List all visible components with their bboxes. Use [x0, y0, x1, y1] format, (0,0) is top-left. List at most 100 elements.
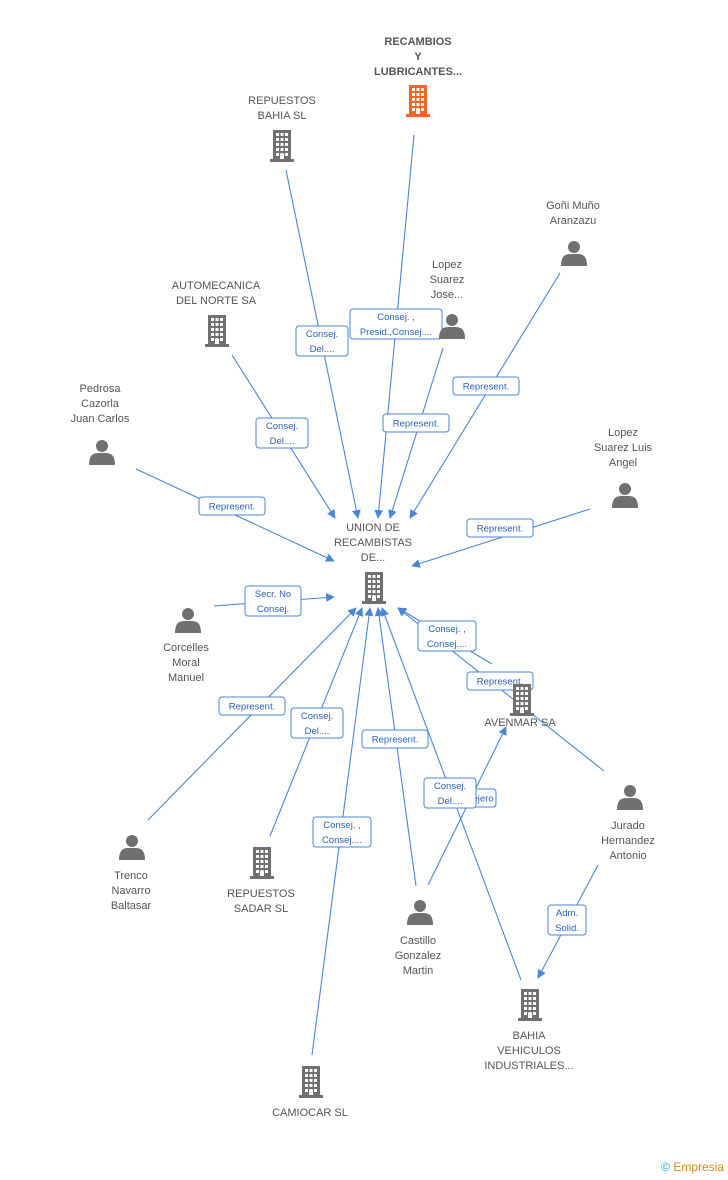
- node-label-line: Corcelles: [163, 642, 209, 654]
- node-label-line: REPUESTOS: [227, 888, 295, 900]
- edge-label-text: Represent.: [229, 702, 275, 713]
- person-icon: [175, 608, 201, 633]
- node-label-line: Manuel: [168, 672, 204, 684]
- edge-label-sadar-to-union[interactable]: Consej.Del....: [290, 707, 344, 739]
- edge-label-box: [452, 376, 520, 396]
- node-label-line: Martin: [403, 965, 434, 977]
- person-icon: [119, 835, 145, 860]
- edge-label-text: Consej. ,: [323, 820, 361, 831]
- building-icon: [362, 572, 386, 604]
- edge-label-castillo-to-union[interactable]: Represent.: [361, 729, 429, 749]
- edge-label-text: Consej.: [306, 329, 338, 340]
- edge-label-text: Represent.: [209, 502, 255, 513]
- node-recambios[interactable]: RECAMBIOSYLUBRICANTES...: [374, 36, 462, 117]
- node-lopez_jose[interactable]: LopezSuarezJose...: [430, 259, 465, 339]
- building-icon: [518, 989, 542, 1021]
- node-label-line: INDUSTRIALES...: [484, 1060, 573, 1072]
- brand-name: Empresia: [673, 1160, 724, 1174]
- edge-labels-layer: Consej. ,Presid.,Consej....Consej.Del...…: [198, 308, 587, 936]
- node-label-line: BAHIA: [512, 1030, 546, 1042]
- node-label: AVENMAR SA: [484, 717, 556, 729]
- node-label-line: Baltasar: [111, 900, 152, 912]
- edge-label-text: Solid.: [555, 923, 579, 934]
- edge-label-box: [312, 816, 372, 848]
- edge-label-text: Secr. No: [255, 589, 291, 600]
- building-icon: [299, 1066, 323, 1098]
- node-label-line: Jose...: [431, 289, 463, 301]
- edge-label-pedrosa-to-union[interactable]: Represent.: [198, 496, 266, 516]
- edge-label-bahia_rep-to-union[interactable]: Consej. Del....: [295, 325, 349, 357]
- node-label-line: Angel: [609, 457, 637, 469]
- edge-label-jurado-to-bahia_veh[interactable]: Adm.Solid.: [547, 904, 587, 936]
- node-label-line: DEL NORTE SA: [176, 295, 257, 307]
- node-camiocar[interactable]: CAMIOCAR SL: [272, 1066, 348, 1119]
- edge-label-lopez_jose-to-union[interactable]: Represent.: [382, 413, 450, 433]
- edge-label-text: Consej....: [322, 835, 362, 846]
- node-label-line: Suarez: [430, 274, 465, 286]
- node-bahia_veh[interactable]: BAHIAVEHICULOSINDUSTRIALES...: [484, 989, 574, 1072]
- building-icon: [250, 847, 274, 879]
- node-label-line: Gonzalez: [395, 950, 441, 962]
- building-icon: [406, 85, 430, 117]
- edge-label-trenco-to-union[interactable]: Represent.: [218, 696, 286, 716]
- node-label-line: LUBRICANTES...: [374, 66, 462, 78]
- edge-label-box: [417, 620, 477, 652]
- edge-label-box: [382, 413, 450, 433]
- edge-label-automecanica-to-union[interactable]: Consej.Del....: [255, 417, 309, 449]
- edge-label-text: Consej....: [427, 639, 467, 650]
- edge-label-box: [295, 325, 349, 357]
- edge-label-camiocar-to-union[interactable]: Consej. , Consej....: [312, 816, 372, 848]
- edge-label-text: Represent.: [393, 419, 439, 430]
- edge-label-box: [349, 308, 443, 340]
- edge-label-lopez_luis-to-union[interactable]: Represent.: [466, 518, 534, 538]
- brand-footer[interactable]: © Empresia: [661, 1160, 724, 1174]
- edge-label-box: [423, 777, 477, 809]
- edge-label-text: Del....: [310, 344, 335, 355]
- edge-label-corcelles-to-union[interactable]: Secr. No Consej.: [244, 585, 302, 617]
- edge-label-recambios-to-union[interactable]: Consej. ,Presid.,Consej....: [349, 308, 443, 340]
- edge-label-text: Represent.: [477, 524, 523, 535]
- node-label-line: Y: [414, 51, 422, 63]
- edge-label-goni-to-union[interactable]: Represent.: [452, 376, 520, 396]
- node-label-line: Antonio: [609, 850, 646, 862]
- edge-label-text: Consej.: [257, 604, 289, 615]
- node-avenmar[interactable]: AVENMAR SA: [484, 684, 556, 729]
- edge-label-text: Represent.: [477, 677, 523, 688]
- edge-label-avenmar-to-union[interactable]: Consej. ,Consej....: [417, 620, 477, 652]
- node-label-line: Juan Carlos: [71, 413, 130, 425]
- edge-label-text: Del....: [438, 796, 463, 807]
- edge-label-box: [547, 904, 587, 936]
- node-label-line: Cazorla: [81, 398, 120, 410]
- edge-label-box: [218, 696, 286, 716]
- edge-label-text: Del....: [270, 436, 295, 447]
- node-label: UNION DERECAMBISTASDE...: [334, 522, 412, 564]
- node-label: CAMIOCAR SL: [272, 1107, 348, 1119]
- person-icon: [561, 241, 587, 266]
- edge-label-text: Represent.: [463, 382, 509, 393]
- edge-label-bahia_veh-to-union[interactable]: Consej.Del....: [423, 777, 477, 809]
- person-icon: [407, 900, 433, 925]
- edge-label-text: Presid.,Consej....: [360, 327, 432, 338]
- node-label-line: Pedrosa: [80, 383, 122, 395]
- edge-label-box: [255, 417, 309, 449]
- node-union[interactable]: UNION DERECAMBISTASDE...: [334, 522, 412, 604]
- person-icon: [617, 785, 643, 810]
- building-icon: [205, 315, 229, 347]
